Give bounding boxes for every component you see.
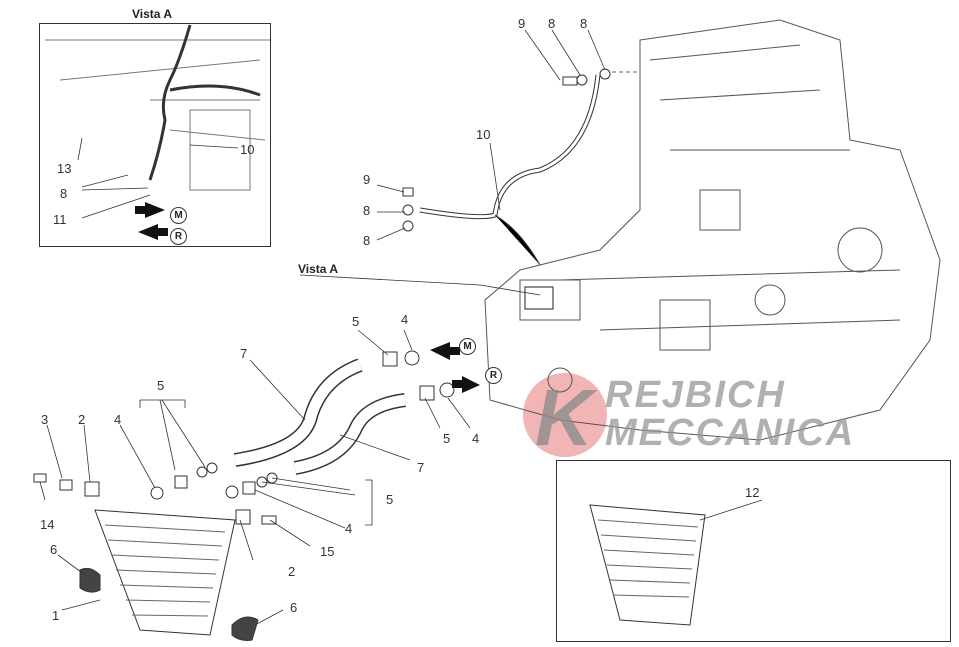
part-label: 7	[240, 346, 248, 361]
part-label: 9	[518, 16, 526, 31]
part-label: 5	[386, 492, 394, 507]
marker-r: R	[485, 367, 502, 384]
marker-m: M	[459, 338, 476, 355]
part-label: 7	[417, 460, 425, 475]
part-label: 6	[50, 542, 58, 557]
view-a-label: Vista A	[298, 262, 339, 276]
inset-radiator-12	[556, 460, 951, 642]
part-label: 4	[401, 312, 409, 327]
watermark-circle	[523, 373, 607, 457]
part-label: 8	[548, 16, 556, 31]
marker-m: M	[170, 207, 187, 224]
part-label: 11	[53, 212, 67, 227]
inset-title: Vista A	[132, 7, 173, 21]
part-label: 10	[476, 127, 491, 142]
watermark-initial: K	[535, 373, 595, 462]
part-label: 4	[345, 521, 353, 536]
inset-view-a	[39, 23, 271, 247]
watermark-line2: MECCANICA	[605, 412, 856, 454]
watermark-line1: REJBICH	[605, 374, 786, 416]
part-label: 15	[320, 544, 335, 559]
part-label: 8	[363, 233, 371, 248]
part-label: 9	[363, 172, 371, 187]
oil-radiator-drawing	[79, 509, 259, 641]
marker-r: R	[170, 228, 187, 245]
part-label: 5	[352, 314, 360, 329]
part-label: 12	[745, 485, 760, 500]
part-label: 14	[40, 517, 55, 532]
part-label: 5	[157, 378, 165, 393]
part-label: 2	[288, 564, 296, 579]
part-label: 10	[240, 142, 255, 157]
part-label: 4	[472, 431, 480, 446]
part-label: 3	[41, 412, 49, 427]
part-label: 1	[52, 608, 60, 623]
engine-drawing	[484, 19, 941, 441]
part-label: 13	[57, 161, 72, 176]
part-label: 8	[363, 203, 371, 218]
part-label: 8	[60, 186, 68, 201]
part-label: 5	[443, 431, 451, 446]
part-label: 4	[114, 412, 122, 427]
part-label: 2	[78, 412, 86, 427]
part-label: 8	[580, 16, 588, 31]
part-label: 6	[290, 600, 298, 615]
